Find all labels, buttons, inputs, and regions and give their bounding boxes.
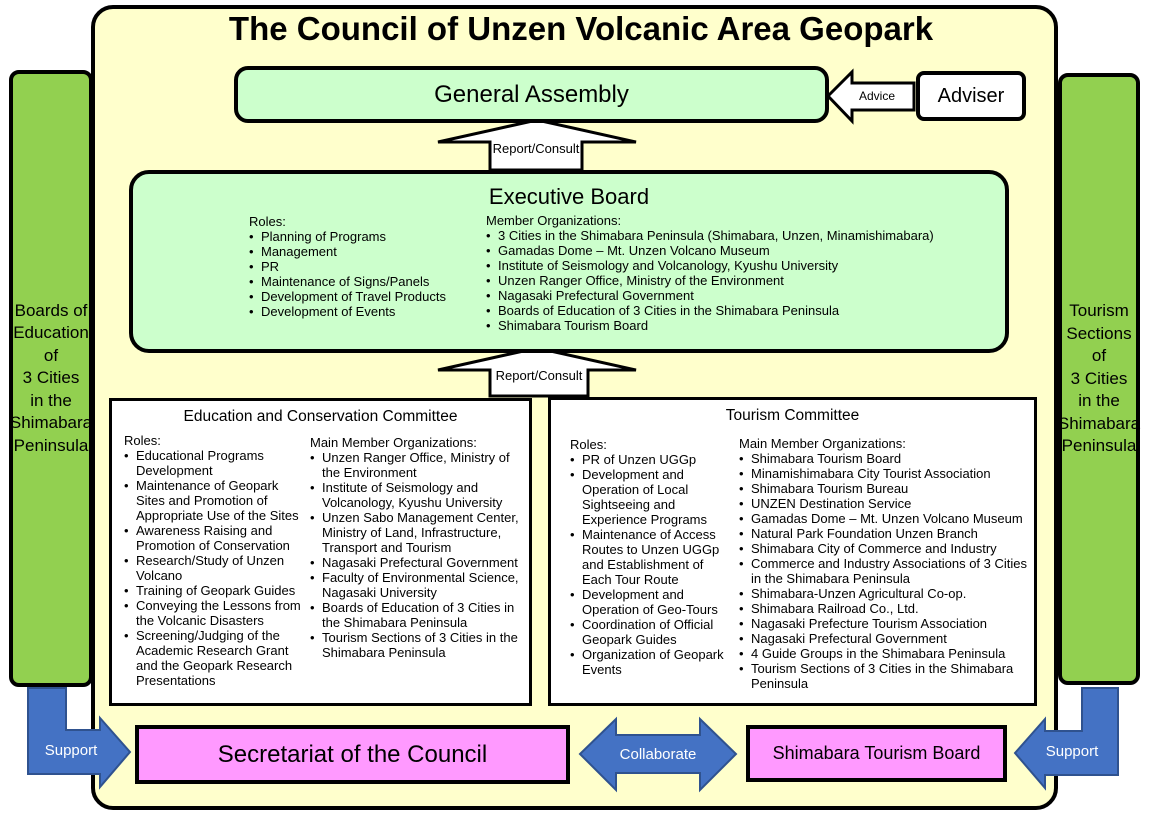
members-heading: Member Organizations: xyxy=(486,213,622,228)
tourism-committee-title: Tourism Committee xyxy=(725,407,860,424)
roles-heading: Roles: xyxy=(570,437,607,452)
members-heading: Main Member Organizations: xyxy=(739,436,906,451)
education-committee-roles: Roles: Educational Programs DevelopmentM… xyxy=(124,433,306,688)
role-item: Maintenance of Geopark Sites and Promoti… xyxy=(124,478,306,523)
role-item: Educational Programs Development xyxy=(124,448,306,478)
member-item: Shimabara Railroad Co., Ltd. xyxy=(739,601,1031,616)
diagram-title: The Council of Unzen Volcanic Area Geopa… xyxy=(228,10,934,47)
role-item: Development and Operation of Local Sight… xyxy=(570,467,725,527)
report-consult-label-lower: Report/Consult xyxy=(495,368,583,383)
member-item: Shimabara City of Commerce and Industry xyxy=(739,541,1031,556)
members-list: Unzen Ranger Office, Ministry of the Env… xyxy=(310,450,524,660)
general-assembly-box: General Assembly xyxy=(234,66,829,123)
advice-arrow xyxy=(825,68,916,125)
member-item: Shimabara Tourism Board xyxy=(739,451,1031,466)
role-item: Development of Events xyxy=(249,304,479,319)
role-item: Maintenance of Access Routes to Unzen UG… xyxy=(570,527,725,587)
executive-board-title: Executive Board xyxy=(488,184,650,209)
role-item: Organization of Geopark Events xyxy=(570,647,725,677)
member-item: Unzen Sabo Management Center, Ministry o… xyxy=(310,510,524,555)
roles-heading: Roles: xyxy=(124,433,161,448)
general-assembly-label: General Assembly xyxy=(434,80,629,108)
member-item: Institute of Seismology and Volcanology,… xyxy=(486,258,1006,273)
collaborate-label: Collaborate xyxy=(619,746,697,763)
collaborate-arrow xyxy=(578,716,738,793)
boards-of-education-column: Boards of Education of 3 Cities in the S… xyxy=(9,70,93,687)
role-item: PR xyxy=(249,259,479,274)
roles-list: Educational Programs DevelopmentMaintena… xyxy=(124,448,306,688)
member-item: Unzen Ranger Office, Ministry of the Env… xyxy=(310,450,524,480)
member-item: Tourism Sections of 3 Cities in the Shim… xyxy=(739,661,1031,691)
executive-board-roles: Roles: Planning of ProgramsManagementPRM… xyxy=(249,214,479,319)
secretariat-box: Secretariat of the Council xyxy=(135,725,570,784)
members-list: Shimabara Tourism BoardMinamishimabara C… xyxy=(739,451,1031,691)
member-item: Gamadas Dome – Mt. Unzen Volcano Museum xyxy=(739,511,1031,526)
advice-label: Advice xyxy=(858,89,896,103)
tourism-sections-column: Tourism Sections of 3 Cities in the Shim… xyxy=(1058,73,1140,685)
support-arrow-left xyxy=(27,687,132,790)
member-item: Nagasaki Prefectural Government xyxy=(739,631,1031,646)
tourism-sections-label: Tourism Sections of 3 Cities in the Shim… xyxy=(1057,301,1141,456)
shimabara-tourism-board-box: Shimabara Tourism Board xyxy=(746,725,1007,782)
executive-board-members: Member Organizations: 3 Cities in the Sh… xyxy=(486,213,1006,333)
member-item: 3 Cities in the Shimabara Peninsula (Shi… xyxy=(486,228,1006,243)
roles-list: PR of Unzen UGGpDevelopment and Operatio… xyxy=(570,452,725,677)
education-committee-members: Main Member Organizations: Unzen Ranger … xyxy=(310,435,524,660)
roles-list: Planning of ProgramsManagementPRMaintena… xyxy=(249,229,479,319)
member-item: Shimabara-Unzen Agricultural Co-op. xyxy=(739,586,1031,601)
education-committee-title: Education and Conservation Committee xyxy=(183,408,458,425)
role-item: Development of Travel Products xyxy=(249,289,479,304)
executive-board-box: Executive Board Roles: Planning of Progr… xyxy=(129,170,1009,353)
support-label-right: Support xyxy=(1045,743,1099,760)
member-item: Commerce and Industry Associations of 3 … xyxy=(739,556,1031,586)
member-item: Shimabara Tourism Board xyxy=(486,318,1006,333)
support-label-left: Support xyxy=(44,742,98,759)
member-item: Tourism Sections of 3 Cities in the Shim… xyxy=(310,630,524,660)
member-item: Boards of Education of 3 Cities in the S… xyxy=(310,600,524,630)
roles-heading: Roles: xyxy=(249,214,286,229)
role-item: Awareness Raising and Promotion of Conse… xyxy=(124,523,306,553)
tourism-committee-roles: Roles: PR of Unzen UGGpDevelopment and O… xyxy=(570,437,725,677)
role-item: Maintenance of Signs/Panels xyxy=(249,274,479,289)
member-item: Nagasaki Prefecture Tourism Association xyxy=(739,616,1031,631)
support-arrow-right xyxy=(1013,687,1119,791)
member-item: Unzen Ranger Office, Ministry of the Env… xyxy=(486,273,1006,288)
boards-of-education-label: Boards of Education of 3 Cities in the S… xyxy=(9,300,93,455)
member-item: Shimabara Tourism Bureau xyxy=(739,481,1031,496)
role-item: Planning of Programs xyxy=(249,229,479,244)
member-item: Institute of Seismology and Volcanology,… xyxy=(310,480,524,510)
members-list: 3 Cities in the Shimabara Peninsula (Shi… xyxy=(486,228,1006,333)
member-item: Nagasaki Prefectural Government xyxy=(486,288,1006,303)
report-consult-arrow-upper xyxy=(437,118,637,172)
member-item: Gamadas Dome – Mt. Unzen Volcano Museum xyxy=(486,243,1006,258)
tourism-committee-box: Tourism Committee Roles: PR of Unzen UGG… xyxy=(548,397,1037,706)
member-item: Natural Park Foundation Unzen Branch xyxy=(739,526,1031,541)
member-item: Boards of Education of 3 Cities in the S… xyxy=(486,303,1006,318)
role-item: Training of Geopark Guides xyxy=(124,583,306,598)
tourism-committee-members: Main Member Organizations: Shimabara Tou… xyxy=(739,436,1031,691)
role-item: Conveying the Lessons from the Volcanic … xyxy=(124,598,306,628)
role-item: Coordination of Official Geopark Guides xyxy=(570,617,725,647)
role-item: Screening/Judging of the Academic Resear… xyxy=(124,628,306,688)
role-item: Development and Operation of Geo-Tours xyxy=(570,587,725,617)
role-item: Management xyxy=(249,244,479,259)
shimabara-tourism-board-label: Shimabara Tourism Board xyxy=(772,743,981,763)
member-item: Nagasaki Prefectural Government xyxy=(310,555,524,570)
role-item: Research/Study of Unzen Volcano xyxy=(124,553,306,583)
report-consult-label-upper: Report/Consult xyxy=(492,141,580,156)
secretariat-label: Secretariat of the Council xyxy=(217,740,488,768)
member-item: Faculty of Environmental Science, Nagasa… xyxy=(310,570,524,600)
member-item: 4 Guide Groups in the Shimabara Peninsul… xyxy=(739,646,1031,661)
adviser-box: Adviser xyxy=(916,71,1026,121)
members-heading: Main Member Organizations: xyxy=(310,435,477,450)
member-item: Minamishimabara City Tourist Association xyxy=(739,466,1031,481)
education-committee-box: Education and Conservation Committee Rol… xyxy=(109,398,532,706)
role-item: PR of Unzen UGGp xyxy=(570,452,725,467)
adviser-label: Adviser xyxy=(937,84,1005,107)
member-item: UNZEN Destination Service xyxy=(739,496,1031,511)
